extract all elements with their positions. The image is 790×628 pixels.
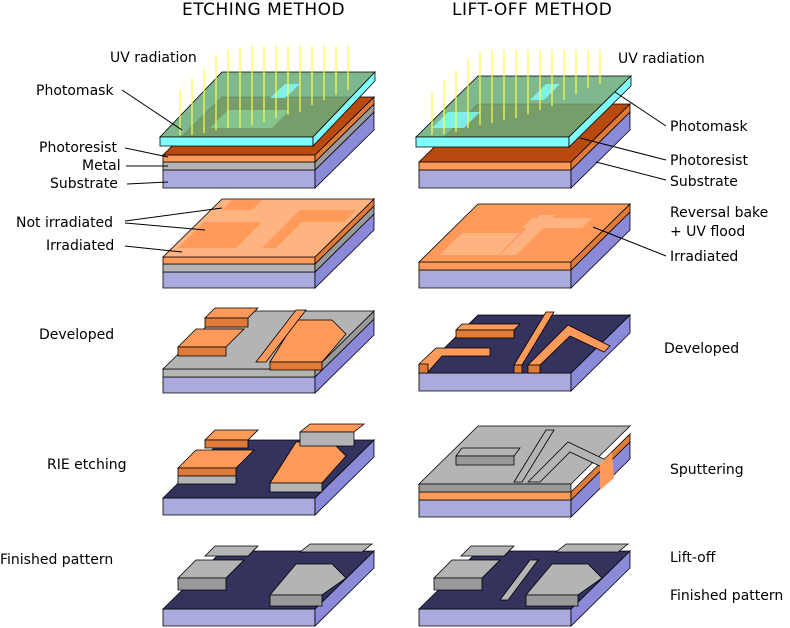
liftoff-step-finished xyxy=(418,543,631,627)
label-not-irradiated-etching: Not irradiated xyxy=(16,215,113,231)
liftoff-step-reversal-bake xyxy=(418,203,631,289)
etching-step-finished xyxy=(162,543,375,627)
label-developed-liftoff: Developed xyxy=(664,341,739,357)
etching-uv-rays xyxy=(179,46,349,135)
label-rie-etching: RIE etching xyxy=(47,457,126,473)
label-sputtering: Sputtering xyxy=(670,462,744,478)
label-photoresist-etching: Photoresist xyxy=(39,140,117,156)
etching-method-header: ETCHING METHOD xyxy=(182,0,345,20)
label-uv-radiation-liftoff: UV radiation xyxy=(618,51,705,67)
liftoff-uv-rays xyxy=(431,50,601,135)
label-metal-etching: Metal xyxy=(82,158,121,174)
label-uv-flood: + UV flood xyxy=(670,224,745,240)
label-irradiated-etching: Irradiated xyxy=(46,238,114,254)
etching-step-developed xyxy=(162,307,375,394)
etching-step-rie xyxy=(162,423,375,516)
label-photomask-etching: Photomask xyxy=(36,83,114,99)
label-finished-pattern-etching: Finished pattern xyxy=(0,552,113,568)
liftoff-method-header: LIFT-OFF METHOD xyxy=(452,0,612,20)
label-irradiated-liftoff: Irradiated xyxy=(670,249,738,265)
etching-step-irradiated xyxy=(162,198,375,289)
label-lift-off: Lift-off xyxy=(670,550,716,566)
label-photomask-liftoff: Photomask xyxy=(670,119,748,135)
label-reversal-bake: Reversal bake xyxy=(670,205,768,221)
liftoff-step-developed xyxy=(418,311,631,392)
label-developed-etching: Developed xyxy=(39,327,114,343)
label-substrate-liftoff: Substrate xyxy=(670,174,738,190)
etching-step-exposure xyxy=(159,46,376,189)
label-uv-radiation-etching: UV radiation xyxy=(110,50,197,66)
liftoff-step-sputtering xyxy=(418,425,631,518)
label-finished-pattern-liftoff: Finished pattern xyxy=(670,588,783,604)
label-photoresist-liftoff: Photoresist xyxy=(670,153,748,169)
liftoff-step-exposure xyxy=(415,50,632,189)
label-substrate-etching: Substrate xyxy=(50,176,118,192)
